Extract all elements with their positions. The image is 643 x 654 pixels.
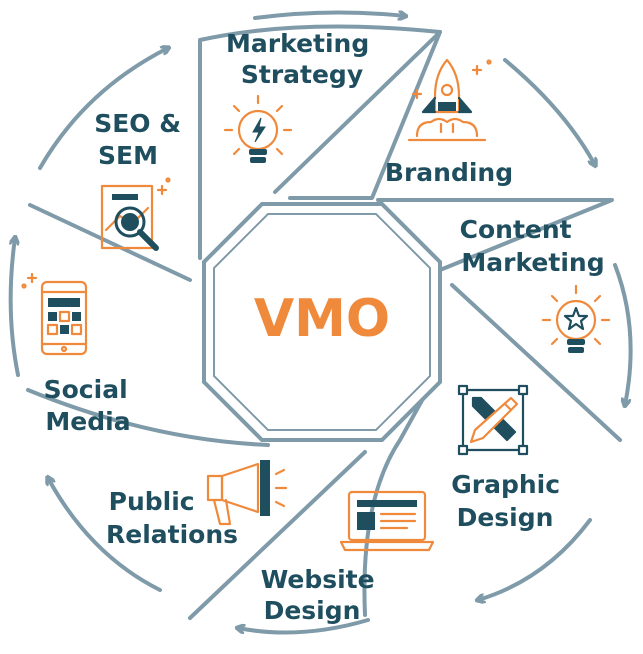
label-graphic-design: Graphic Design	[451, 470, 569, 532]
divider-branding	[288, 30, 442, 200]
arrow-top-right	[503, 58, 595, 165]
arrow-top-left	[38, 48, 168, 170]
smartphone-icon	[21, 272, 88, 356]
center-label: VMO	[254, 289, 390, 349]
divider-graphic-design	[450, 283, 622, 442]
magnifier-chart-icon	[100, 177, 171, 251]
megaphone-icon	[206, 460, 288, 526]
lightbulb-lightning-icon	[223, 94, 293, 163]
segment-labels: Marketing Strategy Branding Content Mark…	[44, 29, 605, 625]
arrow-bottom	[238, 618, 370, 635]
arrow-bottom-left	[48, 478, 162, 592]
label-seo-sem: SEO & SEM	[94, 109, 190, 170]
segment-dividers	[26, 24, 622, 620]
label-social-media: Social Media	[44, 375, 137, 436]
label-content-marketing: Content Marketing	[460, 215, 605, 277]
arrow-right	[613, 263, 633, 405]
center-octagon: VMO	[202, 202, 442, 442]
arrow-bottom-right	[478, 518, 592, 600]
label-branding: Branding	[385, 158, 513, 187]
divider-public-relations	[188, 450, 367, 620]
arrow-top	[253, 12, 405, 18]
divider-content-marketing	[376, 198, 614, 272]
lightbulb-star-icon	[541, 284, 611, 353]
label-public-relations: Public Relations	[106, 487, 238, 549]
divider-marketing-strategy	[198, 24, 442, 260]
pencil-brush-icon	[457, 384, 529, 456]
label-website-design: Website Design	[261, 565, 384, 625]
divider-social-media	[26, 388, 270, 447]
arrow-left	[8, 238, 18, 377]
divider-seo-sem	[28, 203, 192, 282]
outer-cycle-arrows	[8, 12, 633, 635]
laptop-icon	[339, 490, 435, 552]
label-marketing-strategy: Marketing Strategy	[226, 29, 378, 89]
divider-website-design	[362, 366, 442, 617]
rocket-icon	[407, 58, 492, 142]
